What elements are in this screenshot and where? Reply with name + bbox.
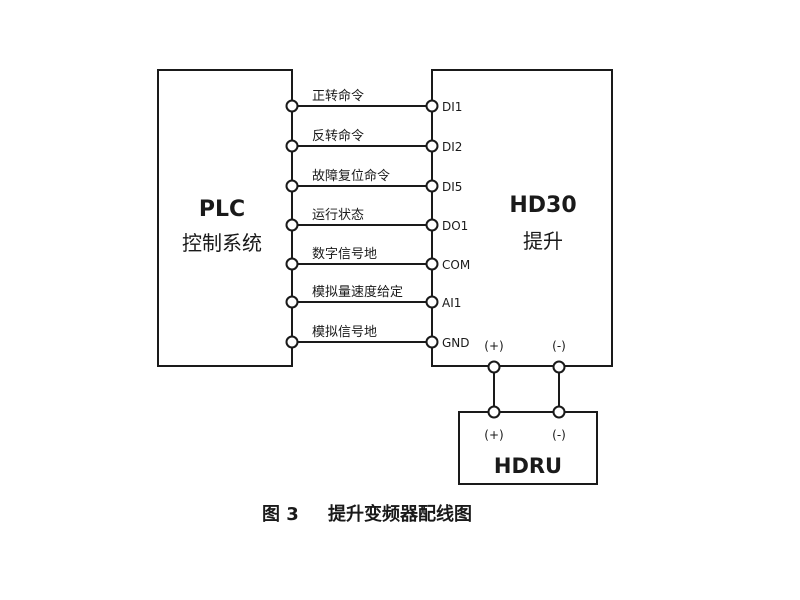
- hdru-box: [458, 411, 598, 485]
- figure-caption: 图 3 提升变频器配线图: [262, 503, 472, 525]
- hd30-plus-terminal: [487, 360, 501, 374]
- hd30-minus-label: (-): [552, 339, 566, 353]
- signal-label: 故障复位命令: [312, 168, 390, 184]
- hdru-block: HDRU (+) (-): [458, 411, 598, 485]
- connection-wires: 正转命令 DI1 反转命令 DI2 故障复位命令 DI5 运行状态 DO1 数字信号地 COM 模拟…: [285, 88, 470, 350]
- connection-row: 故障复位命令 DI5: [285, 168, 462, 194]
- plc-terminal: [285, 335, 299, 349]
- hdru-minus-terminal: [552, 405, 566, 419]
- terminal-label: COM: [442, 258, 470, 272]
- connection-row: 模拟信号地 GND: [285, 325, 470, 350]
- plc-terminal: [285, 139, 299, 153]
- signal-label: 正转命令: [312, 88, 364, 104]
- hdru-plus-terminal: [487, 405, 501, 419]
- connection-row: 数字信号地 COM: [285, 247, 470, 272]
- plc-block: PLC 控制系统: [157, 69, 293, 367]
- hd30-box: [431, 69, 613, 367]
- signal-label: 反转命令: [312, 128, 364, 144]
- terminal-label: DI5: [442, 180, 462, 194]
- terminal-label: AI1: [442, 296, 461, 310]
- caption-text: 提升变频器配线图: [328, 503, 472, 525]
- connection-row: 反转命令 DI2: [285, 128, 462, 154]
- hdru-plus-label: (+): [484, 428, 503, 442]
- plc-subtitle: 控制系统: [182, 231, 262, 255]
- hd30-terminal: [425, 335, 439, 349]
- hd30-title: HD30: [509, 193, 576, 218]
- connection-row: 运行状态 DO1: [285, 208, 468, 233]
- connection-row: 正转命令 DI1: [285, 88, 462, 114]
- signal-label: 模拟量速度给定: [312, 284, 403, 300]
- plc-box: [157, 69, 293, 367]
- hd30-terminal: [425, 257, 439, 271]
- terminal-label: DI2: [442, 140, 462, 154]
- plc-terminal: [285, 257, 299, 271]
- plc-terminal: [285, 295, 299, 309]
- signal-label: 数字信号地: [312, 247, 377, 262]
- signal-label: 运行状态: [312, 208, 364, 223]
- plc-title: PLC: [199, 197, 245, 222]
- plc-terminal: [285, 99, 299, 113]
- hdru-title: HDRU: [494, 454, 562, 478]
- connection-row: 模拟量速度给定 AI1: [285, 284, 461, 310]
- hd30-terminal: [425, 218, 439, 232]
- hd30-terminal: [425, 99, 439, 113]
- terminal-label: DO1: [442, 219, 468, 233]
- terminal-label: GND: [442, 336, 470, 350]
- hd30-terminal: [425, 139, 439, 153]
- signal-label: 模拟信号地: [312, 325, 377, 340]
- dc-bus-wiring: (+) (-): [484, 339, 566, 419]
- hd30-subtitle: 提升: [523, 229, 563, 253]
- hd30-terminal: [425, 179, 439, 193]
- hd30-terminal: [425, 295, 439, 309]
- plc-terminal: [285, 218, 299, 232]
- hd30-minus-terminal: [552, 360, 566, 374]
- terminal-label: DI1: [442, 100, 462, 114]
- hdru-minus-label: (-): [552, 428, 566, 442]
- plc-terminal: [285, 179, 299, 193]
- hd30-plus-label: (+): [484, 339, 503, 353]
- caption-number: 图 3: [262, 504, 299, 525]
- hd30-block: HD30 提升: [431, 69, 613, 367]
